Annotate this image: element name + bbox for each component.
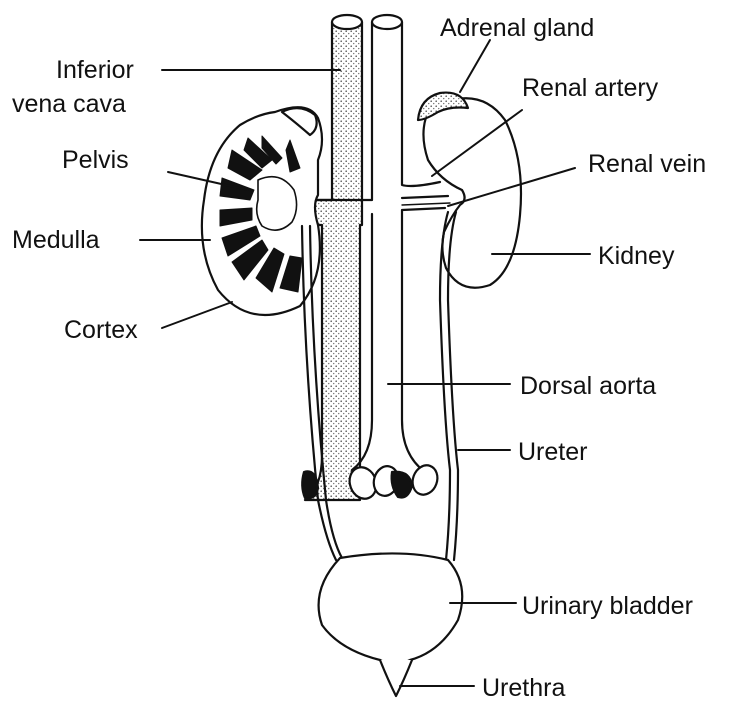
label-inferior-vena-cava-line2: vena cava bbox=[12, 90, 126, 118]
label-ureter: Ureter bbox=[518, 438, 587, 466]
renal-vessels-right bbox=[402, 196, 450, 205]
label-urethra: Urethra bbox=[482, 674, 565, 702]
urinary-bladder bbox=[319, 553, 463, 696]
label-adrenal-gland: Adrenal gland bbox=[440, 14, 594, 42]
label-inferior-vena-cava-line1: Inferior bbox=[56, 56, 134, 84]
label-renal-artery: Renal artery bbox=[522, 74, 659, 102]
label-dorsal-aorta: Dorsal aorta bbox=[520, 372, 656, 400]
label-medulla: Medulla bbox=[12, 226, 100, 254]
label-urinary-bladder: Urinary bladder bbox=[522, 592, 693, 620]
label-renal-vein: Renal vein bbox=[588, 150, 706, 178]
label-kidney: Kidney bbox=[598, 242, 675, 270]
label-pelvis: Pelvis bbox=[62, 146, 129, 174]
label-cortex: Cortex bbox=[64, 316, 138, 344]
